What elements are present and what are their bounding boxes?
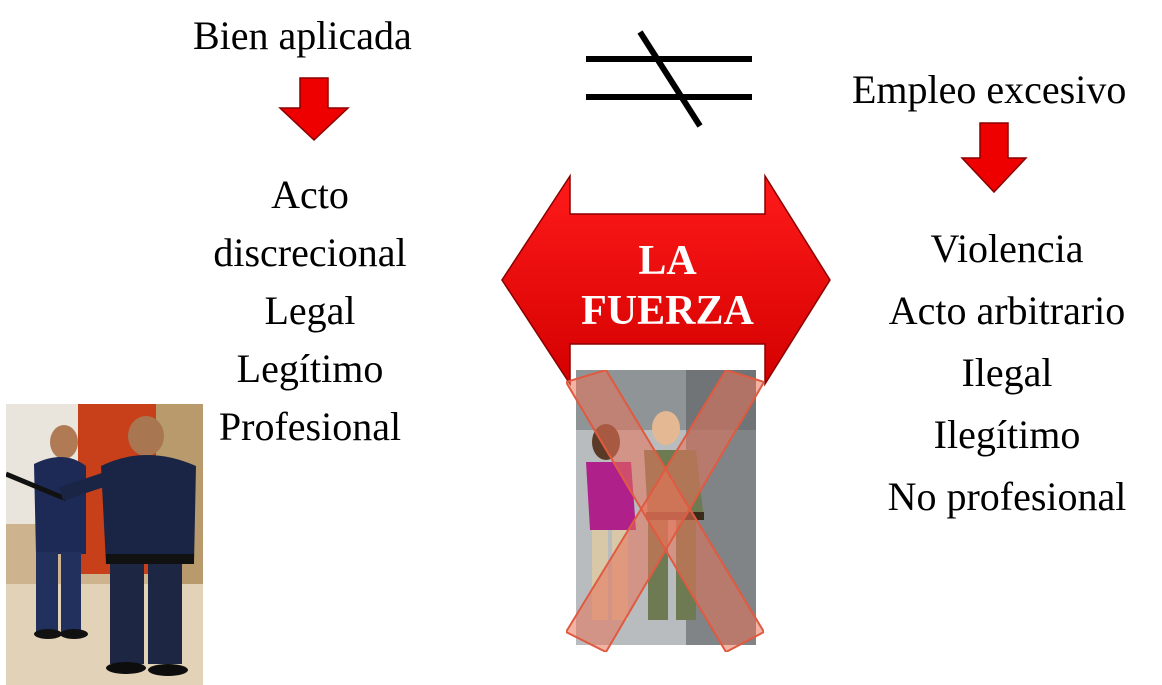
left-item: Legal — [264, 288, 356, 333]
right-item: Violencia — [930, 226, 1084, 271]
center-label-line1: LA — [638, 238, 697, 284]
officer-photo — [6, 404, 203, 685]
right-item: Ilegal — [961, 350, 1053, 395]
left-heading: Bien aplicada — [193, 13, 412, 58]
center-label: LA FUERZA — [570, 236, 765, 336]
left-down-arrow-icon — [278, 77, 350, 142]
violence-illustration — [566, 370, 764, 652]
right-heading: Empleo excesivo — [852, 67, 1127, 112]
right-list: Violencia Acto arbitrario Ilegal Ilegíti… — [862, 218, 1152, 528]
right-item: Acto arbitrario — [888, 288, 1126, 333]
right-item: Ilegítimo — [933, 412, 1081, 457]
center-label-line2: FUERZA — [581, 288, 754, 334]
right-item: No profesional — [887, 474, 1127, 519]
double-arrow-icon — [501, 173, 831, 387]
left-item: discrecional — [213, 230, 407, 275]
left-item: Legítimo — [236, 346, 384, 391]
left-list: Acto discrecional Legal Legítimo Profesi… — [195, 166, 425, 456]
right-down-arrow-icon — [960, 122, 1028, 194]
left-item: Profesional — [218, 404, 402, 449]
left-item: Acto — [271, 172, 349, 217]
not-equal-icon — [586, 30, 752, 128]
